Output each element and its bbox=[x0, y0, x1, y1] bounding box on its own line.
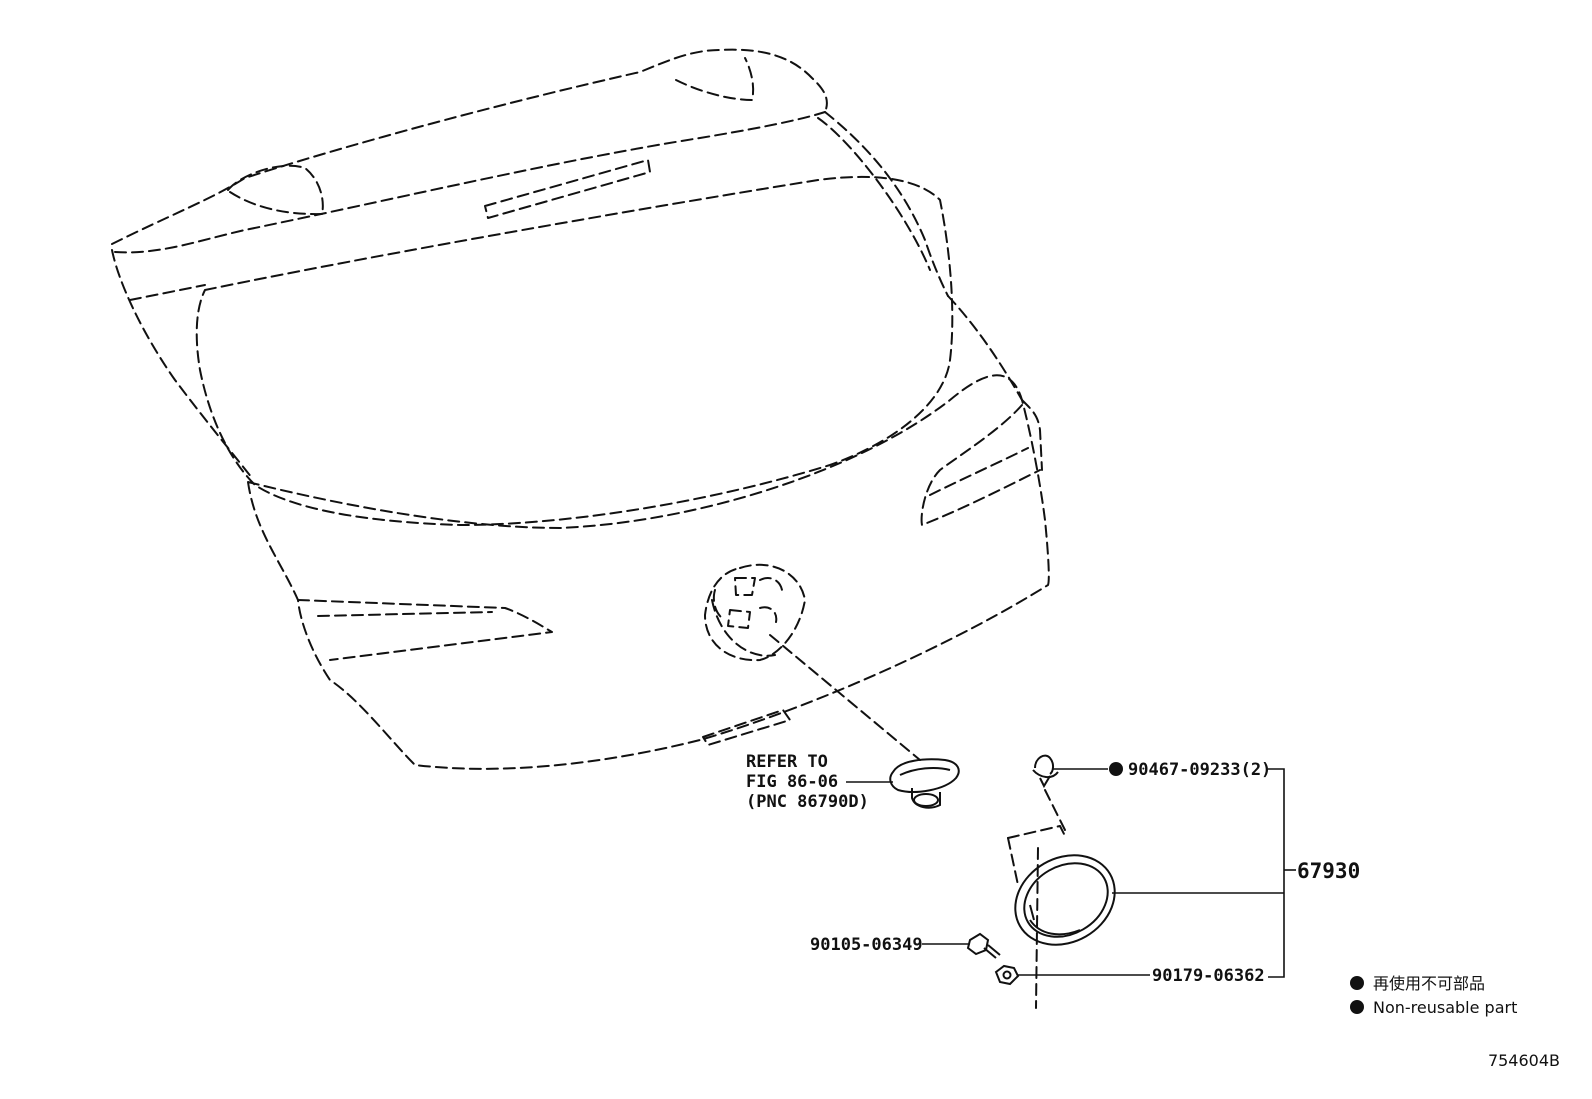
back-door-outline bbox=[111, 48, 1050, 770]
screw-part-number: 90105-06349 bbox=[810, 935, 923, 955]
assembly-bracket bbox=[1268, 768, 1296, 978]
legend-english: Non-reusable part bbox=[1373, 998, 1517, 1017]
illustration-id: 754604B bbox=[1488, 1051, 1560, 1070]
refer-to-line-3: (PNC 86790D) bbox=[746, 792, 869, 812]
non-reusable-dot-icon bbox=[1109, 762, 1123, 776]
refer-to-line-1: REFER TO bbox=[746, 752, 828, 772]
back-door-emblem bbox=[1014, 854, 1284, 946]
emblem-assy-number: 67930 bbox=[1297, 859, 1360, 883]
nut-part bbox=[994, 964, 1150, 986]
legend-dot-icon bbox=[1350, 1000, 1364, 1014]
clip-part bbox=[1032, 754, 1123, 789]
clip-part-number: 90467-09233(2) bbox=[1128, 760, 1271, 780]
legend-japanese: 再使用不可部品 bbox=[1373, 974, 1485, 993]
legend: 再使用不可部品 Non-reusable part bbox=[1350, 974, 1517, 1017]
refer-to-line-2: FIG 86-06 bbox=[746, 772, 838, 792]
nut-part-number: 90179-06362 bbox=[1152, 966, 1265, 986]
back-door-switch-part bbox=[846, 758, 960, 809]
emblem-recess bbox=[704, 563, 806, 662]
screw-part bbox=[922, 932, 1001, 959]
legend-dot-icon bbox=[1350, 976, 1364, 990]
